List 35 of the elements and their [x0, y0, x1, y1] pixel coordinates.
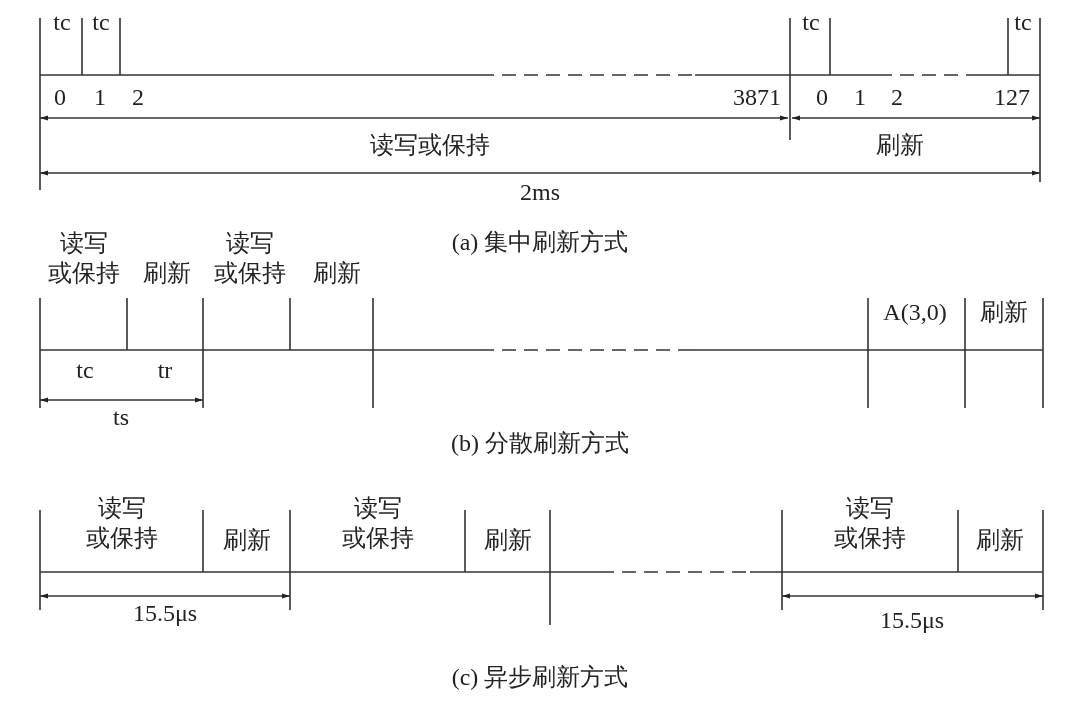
phase-label: 刷新 [313, 259, 361, 288]
phase-label: 读写或保持 [342, 494, 414, 553]
figure-caption: (a) 集中刷新方式 [451, 228, 629, 257]
phase-label: 刷新 [484, 526, 532, 555]
duration-label: 15.5μs [132, 599, 198, 628]
time-label: tc [1014, 8, 1032, 37]
phase-label: 刷新 [876, 131, 924, 160]
phase-label: 读写或保持 [48, 229, 120, 288]
phase-label: 刷新 [143, 259, 191, 288]
phase-label: 刷新 [980, 298, 1028, 327]
slot-number: 0 [816, 83, 828, 112]
phase-label: 刷新 [223, 526, 271, 555]
slot-number: 2 [891, 83, 903, 112]
time-label: tr [157, 356, 173, 385]
phase-label: 读写或保持 [86, 494, 158, 553]
duration-label: 2ms [520, 178, 560, 207]
slot-number: 0 [54, 83, 66, 112]
slot-number: 127 [994, 83, 1030, 112]
time-label: tc [76, 356, 94, 385]
phase-label: 读写或保持 [834, 494, 906, 553]
figure-caption: (b) 分散刷新方式 [451, 429, 629, 458]
time-label: tc [802, 8, 820, 37]
phase-label: A(3,0) [883, 298, 947, 327]
phase-label: 读写或保持 [214, 229, 286, 288]
slot-number: 1 [94, 83, 106, 112]
slot-number: 3871 [733, 83, 781, 112]
time-label: tc [92, 8, 110, 37]
phase-label: 读写或保持 [370, 131, 490, 160]
figure-caption: (c) 异步刷新方式 [451, 663, 629, 692]
duration-label: 15.5μs [879, 606, 945, 635]
slot-number: 2 [132, 83, 144, 112]
duration-label: ts [113, 403, 129, 432]
time-label: tc [53, 8, 71, 37]
slot-number: 1 [854, 83, 866, 112]
phase-label: 刷新 [976, 526, 1024, 555]
